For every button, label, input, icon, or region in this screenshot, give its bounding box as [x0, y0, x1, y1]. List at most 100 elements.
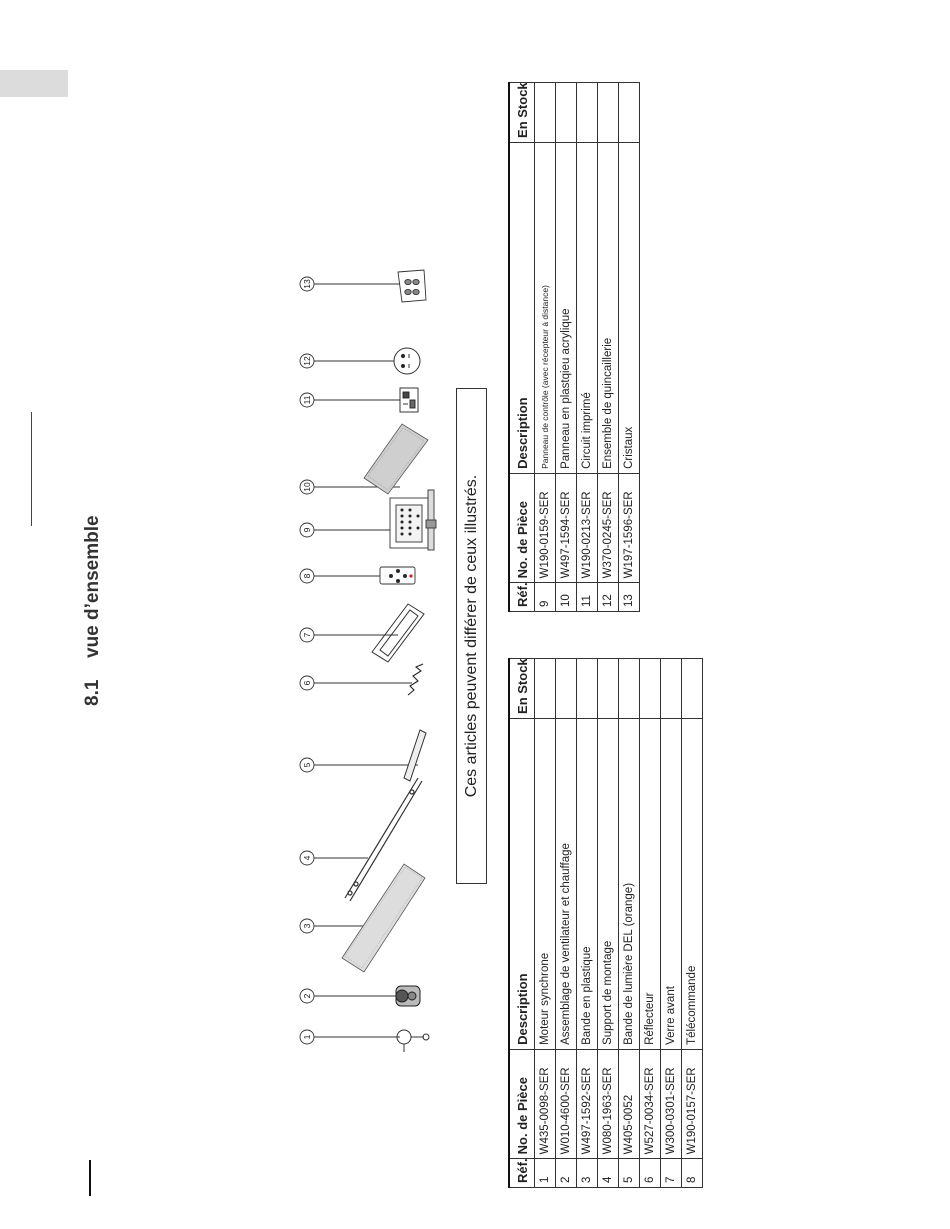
callout-8: 8 — [302, 573, 312, 578]
callout-9: 9 — [302, 527, 312, 532]
cell-ref: 7 — [660, 1158, 682, 1188]
cell-ref: 9 — [534, 582, 556, 612]
page-tab-marker — [0, 70, 68, 97]
part-4-mounting-bracket-drawing — [344, 777, 423, 902]
header-stock: En Stock — [509, 658, 535, 719]
cell-description: Circuit imprimé — [576, 142, 598, 474]
header-ref: Réf. — [509, 582, 535, 612]
cell-part-no: W190-0159-SER — [534, 473, 556, 583]
part-9-control-panel-drawing — [389, 489, 437, 551]
cell-description: Panneau en plastqieu acrylique — [555, 142, 577, 474]
cell-part-no: W370-0245-SER — [597, 473, 619, 583]
callout-2: 2 — [302, 993, 312, 998]
header-description: Description — [509, 718, 535, 1050]
part-3-plastic-strip-drawing — [341, 863, 426, 973]
cell-stock — [597, 658, 619, 719]
callout-12: 12 — [302, 356, 312, 366]
callout-6: 6 — [302, 680, 312, 685]
cell-part-no: W435-0098-SER — [534, 1049, 556, 1159]
parts-table-2: Réf. No. de Pièce Description En Stock 9… — [508, 82, 640, 612]
cell-part-no: W190-0157-SER — [681, 1049, 703, 1159]
callout-4: 4 — [302, 855, 312, 860]
header-part-no: No. de Pièce — [509, 473, 535, 583]
cell-ref: 13 — [618, 582, 640, 612]
cell-description: Verre avant — [660, 718, 682, 1050]
callout-1: 1 — [302, 1034, 312, 1039]
callout-3: 3 — [302, 923, 312, 928]
part-11-circuit-board-drawing — [399, 387, 419, 413]
part-6-reflector-drawing — [407, 663, 424, 696]
part-10-acrylic-panel-drawing — [363, 423, 429, 495]
part-13-crystals-drawing — [397, 269, 427, 303]
footer-rule — [89, 1160, 91, 1196]
cell-stock — [555, 658, 577, 719]
part-2-fan-heater-drawing — [395, 985, 421, 1007]
cell-description: Réflecteur — [639, 718, 661, 1050]
cell-description: Ensemble de quincaillerie — [597, 142, 619, 474]
cell-part-no: W497-1592-SER — [576, 1049, 598, 1159]
part-1-motor-drawing — [396, 1029, 430, 1052]
header-stock: En Stock — [509, 82, 535, 143]
header-ref: Réf. — [509, 1158, 535, 1188]
cell-part-no: W197-1596-SER — [618, 473, 640, 583]
callout-10: 10 — [302, 482, 312, 492]
cell-stock — [534, 658, 556, 719]
callout-5: 5 — [302, 762, 312, 767]
cell-stock — [639, 658, 661, 719]
cell-part-no: W010-4600-SER — [555, 1049, 577, 1159]
cell-description: Télécommande — [681, 718, 703, 1050]
cell-ref: 12 — [597, 582, 619, 612]
disclaimer-note: Ces articles peuvent différer de ceux il… — [456, 388, 487, 884]
cell-stock — [660, 658, 682, 719]
cell-part-no: W405-0052 — [618, 1049, 640, 1159]
cell-ref: 6 — [639, 1158, 661, 1188]
cell-stock — [576, 658, 598, 719]
cell-part-no: W497-1594-SER — [555, 473, 577, 583]
part-5-led-strip-drawing — [403, 729, 427, 782]
cell-stock — [597, 82, 619, 143]
cell-stock — [618, 82, 640, 143]
callout-7: 7 — [302, 632, 312, 637]
cell-ref: 5 — [618, 1158, 640, 1188]
cell-ref: 4 — [597, 1158, 619, 1188]
callout-13: 13 — [302, 279, 312, 289]
cell-ref: 10 — [555, 582, 577, 612]
margin-rule — [31, 412, 32, 526]
cell-ref: 1 — [534, 1158, 556, 1188]
cell-stock — [681, 658, 703, 719]
part-12-hardware-kit-drawing — [393, 347, 421, 375]
cell-stock — [555, 82, 577, 143]
cell-description: Support de montage — [597, 718, 619, 1050]
cell-description: Bande de lumière DEL (orange) — [618, 718, 640, 1050]
cell-description: Cristaux — [618, 142, 640, 474]
cell-ref: 2 — [555, 1158, 577, 1188]
part-7-front-glass-drawing — [371, 603, 425, 663]
parts-table-1: Réf. No. de Pièce Description En Stock 1… — [508, 658, 703, 1188]
cell-stock — [534, 82, 556, 143]
header-description: Description — [509, 142, 535, 474]
cell-part-no: W527-0034-SER — [639, 1049, 661, 1159]
cell-stock — [618, 658, 640, 719]
cell-description: Assemblage de ventilateur et chauffage — [555, 718, 577, 1050]
cell-description: Bande en plastique — [576, 718, 598, 1050]
part-8-remote-drawing — [379, 566, 416, 585]
cell-part-no: W190-0213-SER — [576, 473, 598, 583]
cell-ref: 8 — [681, 1158, 703, 1188]
callout-11: 11 — [302, 395, 312, 404]
cell-description: Moteur synchrone — [534, 718, 556, 1050]
cell-stock — [576, 82, 598, 143]
cell-part-no: W080-1963-SER — [597, 1049, 619, 1159]
